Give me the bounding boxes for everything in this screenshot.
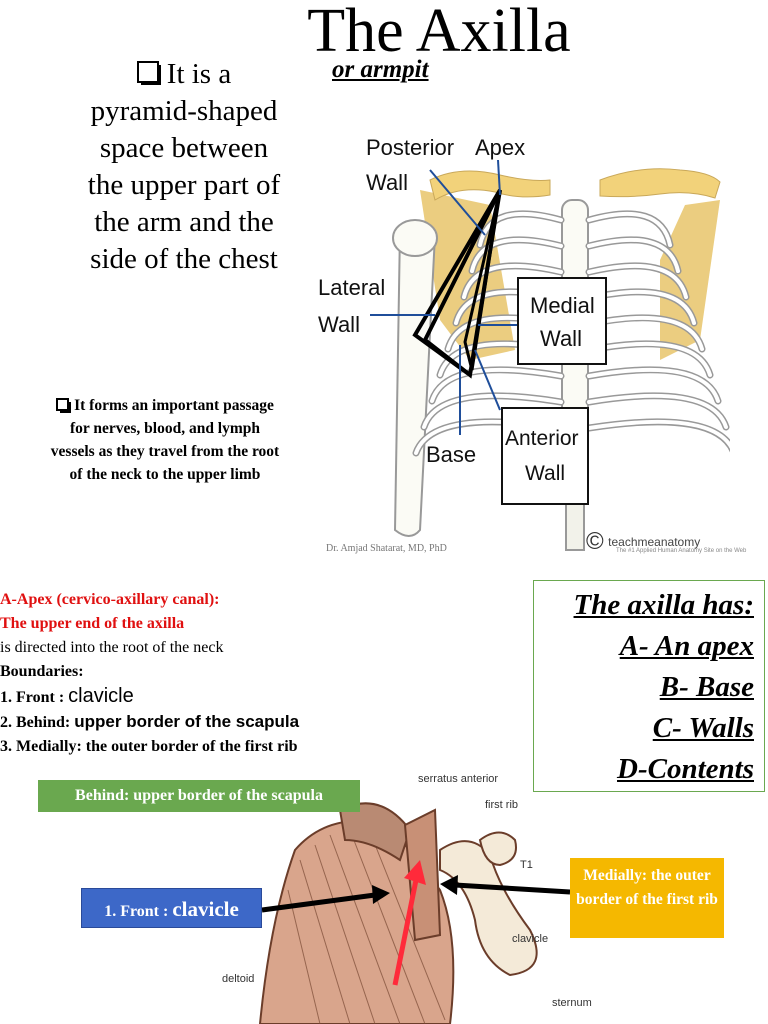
muscle-fiber	[287, 889, 321, 1024]
boundaries-label: Boundaries:	[0, 663, 84, 680]
label-medial-1: Medial	[530, 293, 595, 318]
logo-text: teachmeanatomy	[608, 535, 701, 549]
rib-shape	[587, 263, 688, 299]
label-front-value: clavicle	[172, 897, 239, 921]
rib-shape	[587, 289, 696, 325]
pointer-anterior	[474, 349, 501, 411]
teachmeanatomy-logo: © teachmeanatomy The #1 Applied Human An…	[586, 528, 747, 555]
label-lateral-2: Wall	[318, 312, 360, 337]
muscle-fiber	[349, 829, 426, 1024]
humerus-shape	[393, 222, 437, 537]
label-lateral-1: Lateral	[318, 275, 385, 300]
anatomy-clavicle: clavicle	[512, 933, 548, 945]
anatomy-deltoid: deltoid	[222, 973, 254, 985]
apex-direction: is directed into the root of the neck	[0, 639, 224, 656]
rib-shape	[587, 237, 680, 273]
label-posterior-2: Wall	[366, 170, 408, 195]
muscle-fiber	[299, 859, 351, 1024]
passage-bullet: It forms an important passage for nerves…	[50, 394, 280, 486]
label-anterior-1: Anterior	[505, 427, 579, 450]
front-black-arrow	[261, 892, 376, 913]
rib-shape	[587, 211, 672, 247]
humeral-head-shape	[392, 219, 438, 257]
boundary-medial-prefix: 3. Medially:	[0, 738, 82, 755]
intro-text: It is a pyramid-shaped space between the…	[87, 58, 281, 275]
rib-shape	[587, 315, 704, 351]
summary-heading: The axilla has:	[573, 589, 754, 621]
thorax-diagram: Posterior Wall Apex Lateral Wall Base Me…	[318, 135, 730, 551]
clavicle-right-shape	[599, 168, 721, 199]
medial-black-arrow	[454, 882, 571, 895]
rib-shape	[422, 393, 563, 429]
anatomy-first-rib: first rib	[485, 799, 518, 811]
rib-shape	[587, 419, 730, 450]
summary-item: D-Contents	[617, 753, 754, 785]
boundary-behind: 2. Behind: upper border of the scapula	[0, 710, 530, 735]
vertebra-shape	[478, 831, 517, 867]
apex-heading: A-Apex (cervico-axillary canal):	[0, 591, 220, 608]
muscle-fiber	[329, 834, 401, 1024]
label-medial: Medially: the outer border of the first …	[570, 858, 724, 938]
boundary-front-value: clavicle	[68, 685, 134, 707]
rib-shape	[587, 341, 712, 377]
boundary-behind-value: upper border of the scapula	[74, 712, 300, 731]
copyright-icon: ©	[586, 528, 604, 555]
label-medial-2: Wall	[540, 326, 582, 351]
apex-subheading: The upper end of the axilla	[0, 615, 185, 632]
label-front-prefix: 1. Front :	[104, 903, 169, 920]
rib-shape	[470, 237, 563, 273]
anterior-wall-box	[501, 407, 589, 505]
scapula-shape-right	[660, 200, 720, 360]
apex-red-arrow	[392, 869, 421, 986]
anatomy-t1: T1	[520, 859, 533, 871]
anatomy-serratus: serratus anterior	[418, 773, 498, 785]
pointer-posterior	[429, 169, 486, 236]
label-behind: Behind: upper border of the scapula	[38, 780, 360, 812]
page-title: The Axilla	[307, 0, 571, 65]
medial-black-arrowhead	[440, 875, 458, 895]
boundary-front-prefix: 1. Front :	[0, 689, 65, 706]
rib-shape	[462, 263, 563, 299]
muscle-fiber	[314, 844, 376, 1024]
front-black-arrowhead	[372, 885, 390, 904]
apex-anatomy-drawing: serratus anterior first rib T1 clavicle …	[222, 773, 592, 1024]
intro-bullet: It is a pyramid-shaped space between the…	[84, 56, 284, 278]
label-base: Base	[426, 442, 476, 467]
boundary-front: 1. Front : clavicle	[0, 684, 530, 710]
pointer-apex	[497, 159, 501, 196]
logo-tagline: The #1 Applied Human Anatomy Site on the…	[616, 548, 747, 554]
label-front: 1. Front : clavicle	[81, 888, 262, 928]
medial-wall-box	[517, 277, 607, 365]
label-apex: Apex	[475, 135, 525, 160]
passage-text: It forms an important passage for nerves…	[50, 397, 280, 483]
label-posterior-1: Posterior	[366, 135, 454, 160]
boundary-medial-value: the outer border of the first rib	[85, 738, 298, 755]
boundary-behind-prefix: 2. Behind:	[0, 714, 71, 731]
image-credit: Dr. Amjad Shatarat, MD, PhD	[326, 543, 447, 554]
rib-shape	[478, 211, 563, 247]
summary-item: C- Walls	[652, 712, 754, 744]
apex-red-arrowhead	[404, 860, 426, 885]
page-subtitle: or armpit	[332, 56, 429, 83]
rib-shape	[587, 367, 720, 403]
anatomy-sternum: sternum	[552, 997, 592, 1009]
rib-shape	[587, 393, 728, 429]
boundary-medial: 3. Medially: the outer border of the fir…	[0, 735, 530, 759]
apex-description: A-Apex (cervico-axillary canal): The upp…	[0, 588, 530, 759]
label-anterior-2: Wall	[525, 462, 565, 485]
clavicle-left-shape	[429, 170, 551, 201]
checkbox-bullet-icon	[136, 61, 161, 86]
checkbox-bullet-icon	[56, 397, 72, 413]
axilla-pyramid-front	[463, 189, 502, 371]
summary-item: A- An apex	[619, 630, 754, 662]
summary-item: B- Base	[659, 671, 754, 703]
summary-box: The axilla has: A- An apex B- Base C- Wa…	[533, 580, 765, 792]
